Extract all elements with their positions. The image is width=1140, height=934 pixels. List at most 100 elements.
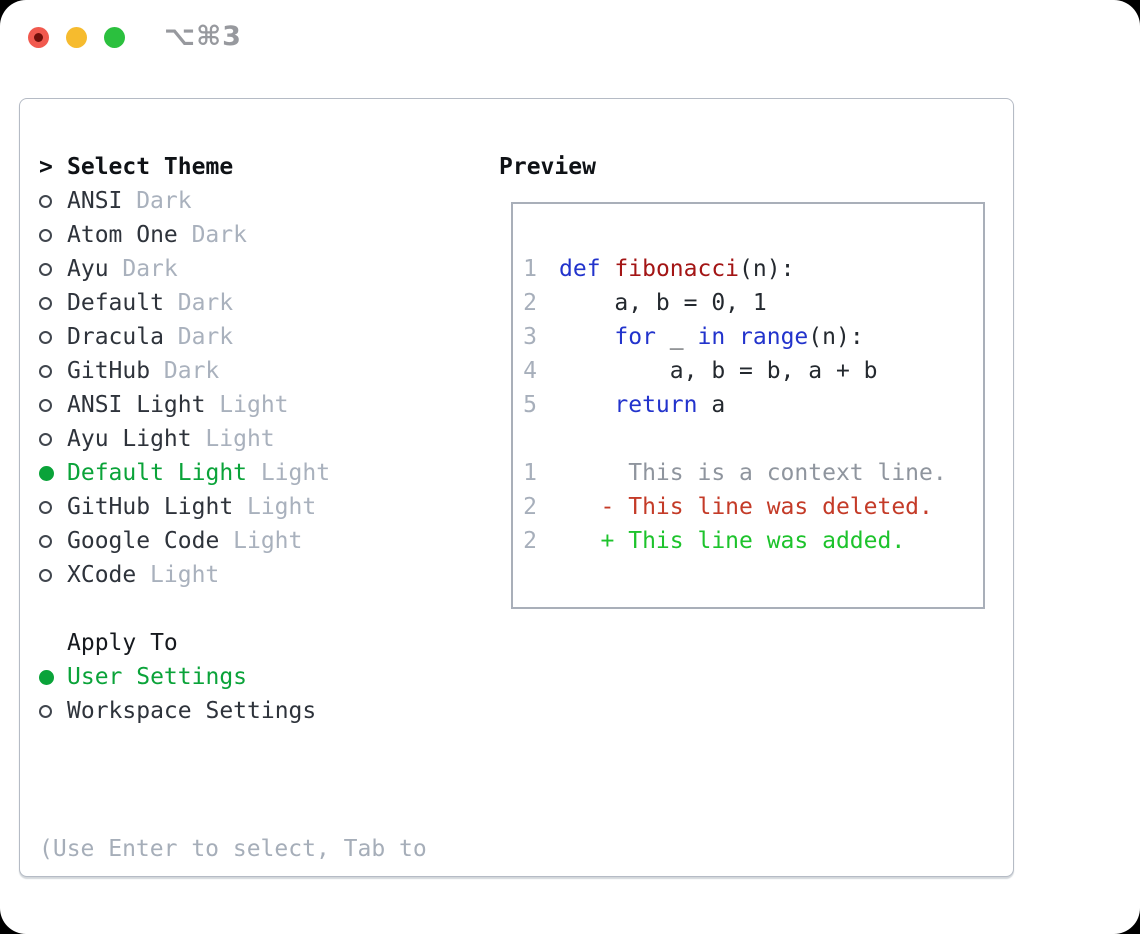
token-pl bbox=[601, 256, 615, 282]
keyboard-hint: (Use Enter to select, Tab to change focu… bbox=[39, 764, 427, 934]
option-variant-label: Dark bbox=[163, 358, 220, 384]
radio-icon bbox=[39, 262, 67, 276]
line-number: 4 bbox=[523, 358, 537, 384]
token-pl bbox=[725, 324, 739, 350]
open-circle-icon bbox=[39, 194, 52, 208]
option-label: User Settings bbox=[67, 664, 248, 690]
code-line: 4 a, b = b, a + b bbox=[513, 354, 983, 388]
option-variant-label: Light bbox=[260, 460, 331, 486]
token-pl: a bbox=[697, 392, 726, 418]
option-variant-label: Light bbox=[150, 562, 220, 588]
open-circle-icon bbox=[39, 228, 52, 242]
code-content: - This line was deleted. bbox=[559, 494, 933, 520]
code-line: 2 a, b = 0, 1 bbox=[513, 286, 983, 320]
open-circle-icon bbox=[39, 432, 52, 446]
token-pl: (n): bbox=[739, 256, 795, 282]
radio-icon bbox=[39, 704, 67, 718]
open-circle-icon bbox=[39, 568, 52, 582]
option-label: Google Code bbox=[67, 528, 220, 554]
code-content: def fibonacci(n): bbox=[559, 256, 794, 282]
option-variant-label: Light bbox=[219, 392, 289, 418]
code-line: 2 - This line was deleted. bbox=[513, 490, 983, 524]
line-number: 1 bbox=[523, 256, 537, 282]
token-kw: in bbox=[697, 324, 726, 350]
option-variant-label: Dark bbox=[177, 290, 234, 316]
token-kw: return bbox=[614, 392, 698, 418]
close-button[interactable] bbox=[28, 27, 49, 48]
zoom-button[interactable] bbox=[104, 27, 125, 48]
code-line: 1 def fibonacci(n): bbox=[513, 252, 983, 286]
code-line: 1 This is a context line. bbox=[513, 456, 983, 490]
preview-title: Preview bbox=[499, 154, 596, 180]
preview-header: Preview bbox=[499, 150, 596, 184]
hint-line-1: (Use Enter to select, Tab to bbox=[39, 836, 427, 862]
apply-option-workspace-settings[interactable]: Workspace Settings bbox=[39, 694, 316, 728]
theme-item-google-code[interactable]: Google Code Light bbox=[39, 524, 330, 558]
theme-item-xcode[interactable]: XCode Light bbox=[39, 558, 330, 592]
minimize-button[interactable] bbox=[66, 27, 87, 48]
code-line: 3 for _ in range(n): bbox=[513, 320, 983, 354]
apply-to-header: Apply To bbox=[39, 626, 316, 660]
radio-icon bbox=[39, 296, 67, 310]
theme-item-github-light[interactable]: GitHub Light Light bbox=[39, 490, 330, 524]
token-pl bbox=[559, 324, 614, 350]
theme-item-ansi-light[interactable]: ANSI Light Light bbox=[39, 388, 330, 422]
code-content: for _ in range(n): bbox=[559, 324, 863, 350]
option-label: Dracula bbox=[67, 324, 164, 350]
option-label: ANSI Light bbox=[67, 392, 206, 418]
line-number: 1 bbox=[523, 460, 537, 486]
window-shortcut-label: ⌥⌘3 bbox=[164, 21, 242, 52]
token-pl bbox=[559, 392, 614, 418]
radio-icon bbox=[39, 568, 67, 582]
option-variant-label: Light bbox=[205, 426, 275, 452]
open-circle-icon bbox=[39, 262, 52, 276]
radio-icon bbox=[39, 330, 67, 344]
code-content: a, b = b, a + b bbox=[559, 358, 878, 384]
open-circle-icon bbox=[39, 534, 52, 548]
apply-option-user-settings[interactable]: User Settings bbox=[39, 660, 316, 694]
apply-to-title: Apply To bbox=[67, 630, 178, 656]
token-kw: def bbox=[559, 256, 601, 282]
option-variant-label: Light bbox=[246, 494, 317, 520]
open-circle-icon bbox=[39, 704, 52, 718]
option-label: Workspace Settings bbox=[67, 698, 317, 724]
token-pl: a, b = b, a + b bbox=[559, 358, 878, 384]
code-line: 2 + This line was added. bbox=[513, 524, 983, 558]
open-circle-icon bbox=[39, 500, 52, 514]
prompt-icon: > bbox=[39, 154, 53, 180]
option-variant-label: Dark bbox=[136, 188, 192, 214]
open-circle-icon bbox=[39, 330, 52, 344]
theme-list-header: > Select Theme bbox=[39, 150, 330, 184]
option-variant-label: Light bbox=[233, 528, 303, 554]
option-label: Default Light bbox=[67, 460, 248, 486]
option-label: GitHub bbox=[67, 358, 151, 384]
option-label: XCode bbox=[67, 562, 137, 588]
theme-item-github[interactable]: GitHub Dark bbox=[39, 354, 330, 388]
line-number: 2 bbox=[523, 528, 537, 554]
code-content: This is a context line. bbox=[559, 460, 947, 486]
line-number: 3 bbox=[523, 324, 537, 350]
option-variant-label: Dark bbox=[122, 256, 178, 282]
radio-icon bbox=[39, 228, 67, 242]
line-number: 5 bbox=[523, 392, 537, 418]
code-line: 5 return a bbox=[513, 388, 983, 422]
line-number: 2 bbox=[523, 290, 537, 316]
token-kw: for bbox=[614, 324, 656, 350]
option-label: GitHub Light bbox=[67, 494, 234, 520]
option-variant-label: Dark bbox=[191, 222, 247, 248]
open-circle-icon bbox=[39, 364, 52, 378]
radio-icon bbox=[39, 534, 67, 548]
radio-icon bbox=[39, 398, 67, 412]
token-ctx: This is a context line. bbox=[559, 460, 947, 486]
theme-list-title: Select Theme bbox=[67, 154, 234, 180]
theme-item-default-light[interactable]: Default Light Light bbox=[39, 456, 330, 490]
